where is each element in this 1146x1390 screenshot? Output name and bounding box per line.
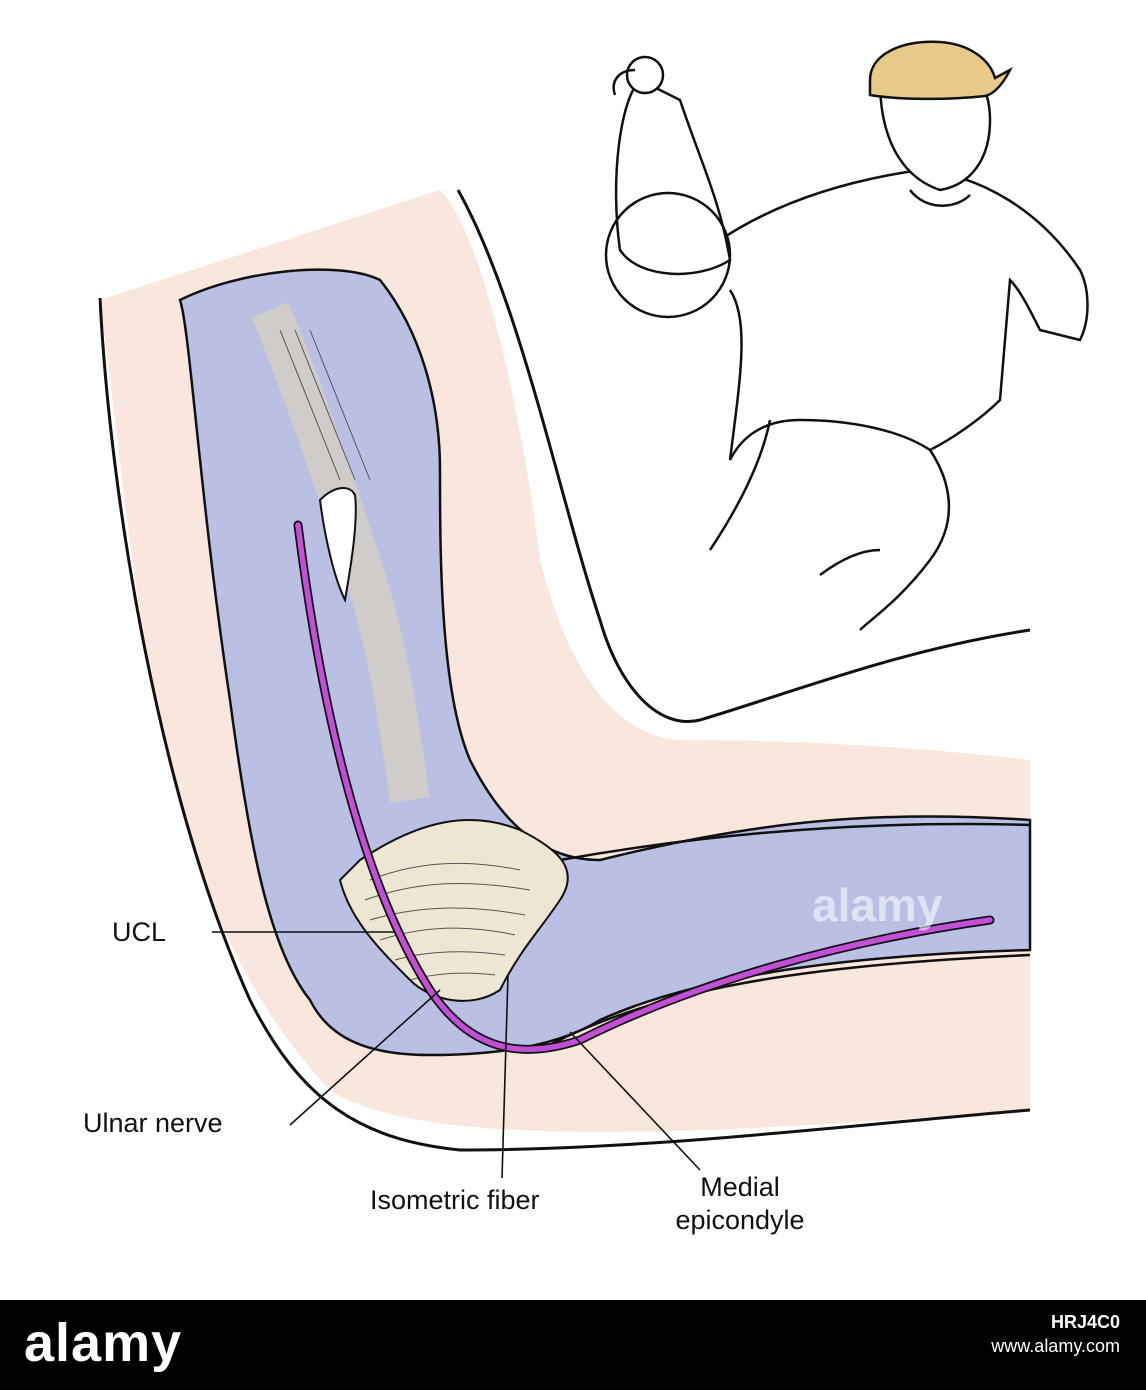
ligament-band-upper [251, 302, 430, 803]
medial-epicondyle-leader-line [569, 1031, 701, 1171]
footer-image-id: HRJ4C0 [1050, 1312, 1120, 1332]
ulnar-nerve-leader-line [289, 989, 441, 1126]
medial-epicondyle-label-line1: Medial [700, 1172, 780, 1202]
ucl-ligament [338, 819, 569, 1002]
elbow-anatomy-illustration [98, 40, 1089, 1179]
forearm-lower-edge [539, 953, 1031, 1052]
ulnar-nerve-fill [295, 522, 993, 1053]
footer-bar: alamy HRJ4C0 www.alamy.com [0, 1300, 1146, 1390]
medial-epicondyle-label-line2: epicondyle [675, 1205, 805, 1235]
pitcher-figure [612, 40, 1089, 631]
isometric-fiber-label: Isometric fiber [370, 1185, 540, 1215]
ligament-gap [318, 487, 357, 604]
forearm-upper-edge [559, 822, 1031, 862]
ucl-label: UCL [112, 917, 167, 947]
ulnar-nerve-label: Ulnar nerve [83, 1108, 223, 1138]
skin-inner-contour [456, 189, 1031, 723]
elbow-highlight-circle [604, 191, 732, 319]
skin-outer-contour [98, 297, 1031, 1152]
footer-url: www.alamy.com [991, 1336, 1120, 1356]
footer-image-info: HRJ4C0 www.alamy.com [991, 1310, 1120, 1358]
footer-logo: alamy [24, 1313, 183, 1373]
isometric-fiber-leader-line [501, 974, 509, 1179]
watermark-text: alamy [812, 879, 943, 931]
